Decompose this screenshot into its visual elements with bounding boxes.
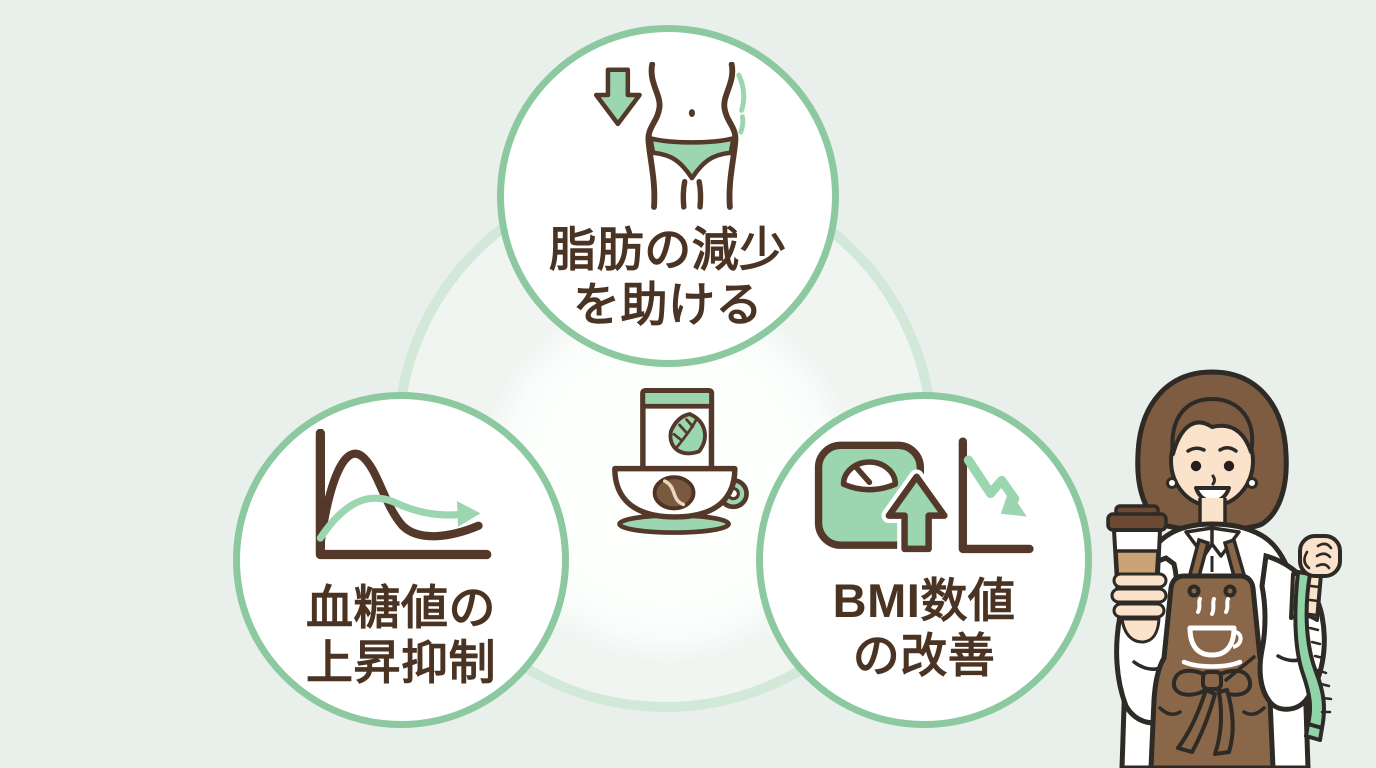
scale-trend-icon — [813, 436, 1035, 566]
apron-grommet — [1223, 584, 1237, 598]
benefit-label-bmi: BMI数値 の改善 — [833, 574, 1016, 683]
benefit-circle-bmi: BMI数値 の改善 — [756, 392, 1092, 728]
fist — [1298, 534, 1342, 578]
coffee-bag-and-cup-icon — [596, 386, 756, 543]
eyebrows — [1186, 446, 1238, 453]
benefit-text-line: 上昇抑制 — [306, 636, 496, 689]
glucose-curve-icon — [306, 429, 496, 573]
earring-icon — [1246, 477, 1258, 489]
benefit-circle-blood-sugar: 血糖値の 上昇抑制 — [233, 392, 569, 728]
measuring-tape — [1293, 570, 1333, 742]
benefit-text-line: を助ける — [573, 277, 763, 331]
apron-grommet — [1187, 584, 1201, 598]
benefit-text-line: 血糖値の — [306, 581, 496, 635]
barista-woman-illustration — [1072, 366, 1376, 768]
benefit-label-blood-sugar: 血糖値の 上昇抑制 — [306, 581, 496, 690]
bangs — [1170, 397, 1255, 456]
benefit-label-fat-reduction: 脂肪の減少 を助ける — [549, 223, 787, 332]
waist-slimming-icon — [589, 61, 747, 217]
benefit-text-line: BMI数値 — [832, 574, 1016, 628]
apron-creases — [1158, 655, 1266, 716]
apron-bow — [1171, 668, 1253, 756]
benefit-circle-fat-reduction: 脂肪の減少 を助ける — [497, 25, 839, 367]
benefit-text-line: 脂肪の減少 — [549, 222, 787, 276]
eye — [1223, 460, 1235, 472]
benefit-text-line: の改善 — [852, 629, 996, 682]
earring-icon — [1166, 477, 1178, 489]
nose — [1211, 474, 1216, 486]
apron-coffee-logo-icon — [1181, 597, 1243, 669]
hand-gripping-cup — [1110, 572, 1168, 644]
eye — [1190, 460, 1202, 472]
